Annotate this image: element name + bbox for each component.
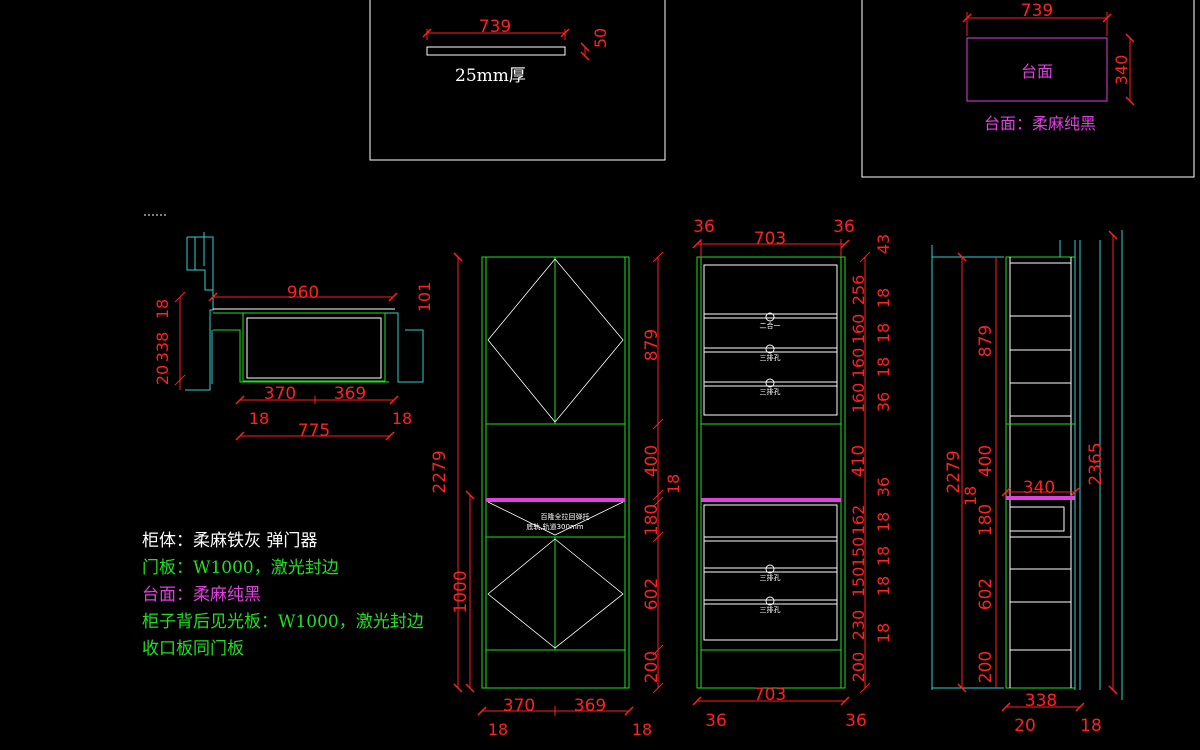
drawer-label: 三排孔 [760,387,781,396]
dim-18: 18 [874,512,893,532]
countertop-top-view [966,37,1108,102]
dim-36-right: 36 [845,711,867,731]
dim-879: 879 [642,329,662,361]
dim-20: 20 [1014,716,1036,736]
dim-overall-height: 2279 [430,450,450,493]
dim-lower-height: 1000 [451,570,471,613]
dim-2365: 2365 [1086,442,1106,485]
dim-602: 602 [642,578,662,610]
dim-369: 369 [574,696,606,716]
dim-162: 162 [849,505,868,536]
dim-18-left: 18 [249,409,269,428]
rail-note-2: 底轨,轨道300mm [526,522,583,531]
dim-256: 256 [849,275,868,306]
material-notes: 柜体：柔麻铁灰 弹门器 门板：W1000，激光封边 台面：柔麻纯黑 柜子背后见光… [142,528,424,663]
dim-36-right: 36 [833,217,855,237]
plan-view: 960 101 18 338 20 370 369 18 18 775 [144,214,434,441]
dim-340: 340 [1023,478,1055,498]
front-elevation: 百隆全拉回弹托 底轨,轨道300mm 2279 1000 879 400 18 … [430,251,683,739]
detail-frame-b: 739 340 台面 台面：柔麻纯黑 [861,0,1195,178]
dim-18: 18 [874,576,893,596]
note-cabinet-body: 柜体：柔麻铁灰 弹门器 [142,531,318,551]
dim-width: 739 [479,17,511,37]
dim-879: 879 [976,325,996,357]
dim-200: 200 [849,652,868,683]
dim-400: 400 [642,445,662,477]
note-trim-board: 收口板同门板 [142,639,244,659]
dim-18: 18 [664,474,683,494]
drawer-label: 三排孔 [760,353,781,362]
note-countertop: 台面：柔麻纯黑 [142,585,261,605]
dim-36: 36 [874,392,893,412]
dim-230: 230 [849,610,868,641]
countertop-caption: 台面：柔麻纯黑 [984,114,1096,133]
dim-18: 18 [874,623,893,643]
dim-width: 739 [1021,1,1053,21]
drawer-label: 三排孔 [760,605,781,614]
dim-18: 18 [153,299,172,319]
dim-18: 18 [961,486,980,506]
dim-338: 338 [153,332,172,363]
dim-height: 50 [591,28,610,48]
dim-960: 960 [287,283,319,303]
dim-101: 101 [415,282,434,313]
dim-18: 18 [874,288,893,308]
thickness-caption: 25mm厚 [455,66,526,86]
dim-150: 150 [849,537,868,568]
dim-150: 150 [849,567,868,598]
dim-160: 160 [849,314,868,345]
inner-elevation: 二合一 三排孔 三排孔 三排孔 三排孔 36 703 36 43 256 18 … [692,217,893,731]
dim-160: 160 [849,348,868,379]
dim-36-left: 36 [705,711,727,731]
countertop-strip [426,46,566,56]
dim-18: 18 [874,323,893,343]
dim-overall: 2279 [944,450,964,493]
dim-369: 369 [334,384,366,404]
dim-160: 160 [849,383,868,414]
detail-frame-a: 739 50 25mm厚 [369,0,666,161]
dim-703: 703 [754,229,786,249]
dim-370: 370 [503,696,535,716]
dim-775: 775 [298,421,330,441]
dim-400: 400 [976,445,996,477]
dim-36-left: 36 [693,217,715,237]
rail-note-1: 百隆全拉回弹托 [541,512,590,521]
dim-43: 43 [874,234,893,254]
dim-200: 200 [976,651,996,683]
note-back-panel: 柜子背后见光板：W1000，激光封边 [142,612,424,632]
dim-18-left: 18 [488,720,508,739]
dim-370: 370 [264,384,296,404]
dim-410: 410 [849,445,869,477]
side-elevation: 2279 879 400 18 180 602 200 2365 340 338… [931,230,1123,736]
dim-200: 200 [642,651,662,683]
dim-338: 338 [1025,691,1057,711]
dim-18: 18 [1080,716,1102,736]
dim-180: 180 [976,504,996,536]
countertop-label: 台面 [1021,62,1053,81]
dim-depth: 340 [1112,55,1131,86]
drawer-label: 三排孔 [760,573,781,582]
drawer-label: 二合一 [760,321,781,330]
note-door-panel: 门板：W1000，激光封边 [142,558,339,578]
dim-18-right: 18 [392,409,412,428]
dim-20: 20 [153,365,172,385]
dim-18: 18 [874,357,893,377]
dim-602: 602 [976,578,996,610]
dim-180: 180 [642,504,662,536]
dim-18-right: 18 [632,720,652,739]
dim-18: 18 [874,546,893,566]
dim-703: 703 [754,685,786,705]
dim-36: 36 [874,477,893,497]
